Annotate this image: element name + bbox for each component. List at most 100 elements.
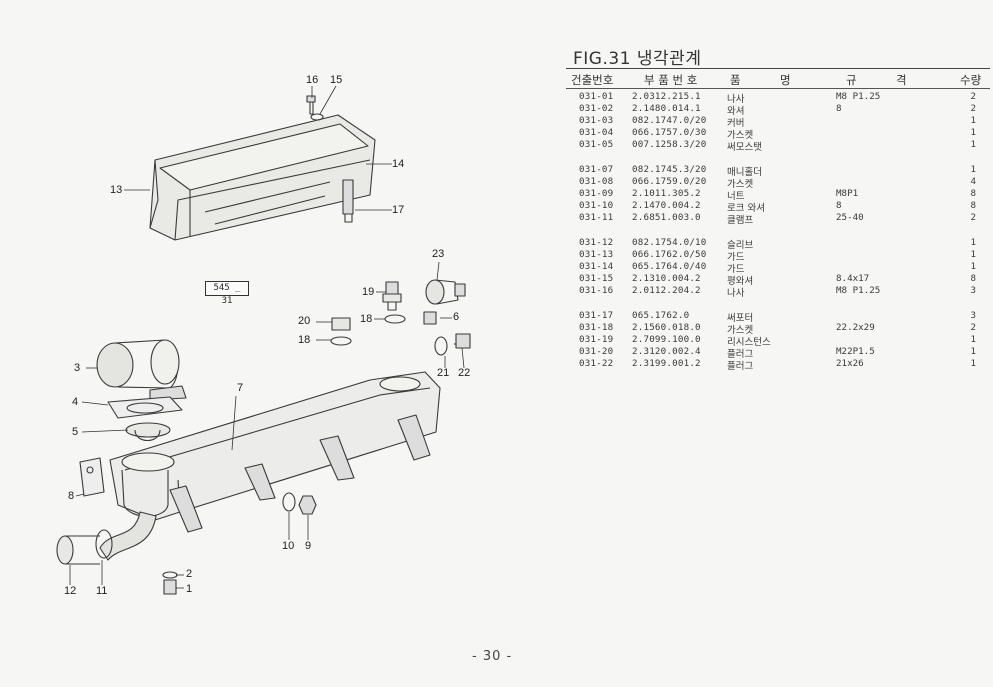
manifold-7-drawing <box>109 371 441 533</box>
callout-18b: 18 <box>298 334 311 346</box>
part-ref: 031-12 <box>579 237 614 248</box>
header-name-2: 명 <box>780 73 791 87</box>
callout-13: 13 <box>110 184 123 196</box>
part-ref: 031-11 <box>579 212 614 223</box>
callout-12: 12 <box>64 585 77 597</box>
part-ref: 031-13 <box>579 249 614 260</box>
callout-17: 17 <box>392 204 405 216</box>
table-row: 031-12 082.1754.0/10 슬리브 1 <box>0 237 993 251</box>
part-qty: 4 <box>970 176 976 187</box>
part-qty: 1 <box>970 237 976 248</box>
part-number: 2.1470.004.2 <box>632 200 701 211</box>
part-name: 써포터 <box>727 313 754 324</box>
part-ref: 031-17 <box>579 310 614 321</box>
part-number: 2.6851.003.0 <box>632 212 701 223</box>
callout-20: 20 <box>298 315 311 327</box>
header-spec-2: 격 <box>896 73 907 87</box>
part-name: 슬리브 <box>727 240 754 251</box>
callout-8: 8 <box>68 490 75 502</box>
callout-7: 7 <box>237 382 244 394</box>
part-ref: 031-18 <box>579 322 614 333</box>
gasket-4-drawing <box>107 396 183 419</box>
part-qty: 1 <box>970 127 976 138</box>
gasket-18b-drawing <box>330 336 352 346</box>
cover-3-drawing <box>96 339 187 401</box>
callout-23: 23 <box>432 248 445 260</box>
callout-18a: 18 <box>360 313 373 325</box>
part-qty: 2 <box>970 322 976 333</box>
header-name-1: 품 <box>730 73 741 87</box>
part-name: 가드 <box>727 252 745 263</box>
part-ref: 031-04 <box>579 127 614 138</box>
part-qty: 1 <box>970 358 976 369</box>
figure-title: FIG.31 냉각관계 <box>573 49 702 69</box>
callout-11: 11 <box>96 585 108 597</box>
plug-20-drawing <box>331 317 351 331</box>
part-number: 2.7099.100.0 <box>632 334 701 345</box>
part-qty: 3 <box>970 285 976 296</box>
part-spec: 21x26 <box>836 358 864 369</box>
sensor-19-drawing <box>382 281 402 311</box>
part-number: 2.0112.204.2 <box>632 285 701 296</box>
part-name: 리시스턴스 <box>727 337 771 348</box>
part-ref: 031-09 <box>579 188 614 199</box>
part-name: 클램프 <box>727 215 754 226</box>
part-name: 너트 <box>727 191 745 202</box>
callout-6: 6 <box>453 311 460 323</box>
part-name: 와셔 <box>727 106 745 117</box>
part-number: 082.1747.0/20 <box>632 115 707 126</box>
part-qty: 1 <box>970 115 976 126</box>
part-spec: 8 <box>836 200 842 211</box>
part-name: 가스켓 <box>727 130 754 141</box>
callout-10: 10 <box>282 540 295 552</box>
exploded-parts-drawing <box>56 85 471 595</box>
table-row: 031-04 066.1757.0/30 가스켓 1 <box>0 127 993 141</box>
part-qty: 3 <box>970 310 976 321</box>
callout-4: 4 <box>72 396 79 408</box>
callout-9: 9 <box>305 540 312 552</box>
title-underline <box>566 68 990 69</box>
callout-15: 15 <box>330 74 343 86</box>
part-number: 065.1764.0/40 <box>632 261 707 272</box>
part-spec: 8 <box>836 103 842 114</box>
part-spec: 25-40 <box>836 212 864 223</box>
part-qty: 1 <box>970 346 976 357</box>
callout-2: 2 <box>186 568 193 580</box>
part-name: 나사 <box>727 94 745 105</box>
bracket-8-drawing <box>79 457 105 497</box>
part-name: 써모스탯 <box>727 142 762 153</box>
guard-part-drawing <box>149 114 376 241</box>
part-ref: 031-19 <box>579 334 614 345</box>
part-number: 066.1762.0/50 <box>632 249 707 260</box>
part-number: 007.1258.3/20 <box>632 139 707 150</box>
part-name: 가드 <box>727 264 745 275</box>
part-number: 066.1757.0/30 <box>632 127 707 138</box>
part-name: 가스켓 <box>727 179 754 190</box>
callout-21: 21 <box>437 367 450 379</box>
part-number: 2.1310.004.2 <box>632 273 701 284</box>
header-part-number: 부 품 번 호 <box>644 73 698 87</box>
callout-16: 16 <box>306 74 319 86</box>
callout-22: 22 <box>458 367 471 379</box>
screw-1-drawing <box>162 571 178 595</box>
part-ref: 031-10 <box>579 200 614 211</box>
part-spec: M22P1.5 <box>836 346 875 357</box>
part-number: 2.3199.001.2 <box>632 358 701 369</box>
plug-6-drawing <box>423 311 437 325</box>
table-row: 031-19 2.7099.100.0 리시스턴스 1 <box>0 334 993 348</box>
gasket-21-drawing <box>434 336 448 356</box>
header-qty: 수량 <box>960 73 982 87</box>
bolt-16-drawing <box>306 95 324 121</box>
part-ref: 031-14 <box>579 261 614 272</box>
washer-10-drawing <box>282 492 296 512</box>
part-qty: 1 <box>970 334 976 345</box>
part-number: 082.1754.0/10 <box>632 237 707 248</box>
part-name: 커버 <box>727 118 745 129</box>
part-spec: M8 P1.25 <box>836 91 881 102</box>
